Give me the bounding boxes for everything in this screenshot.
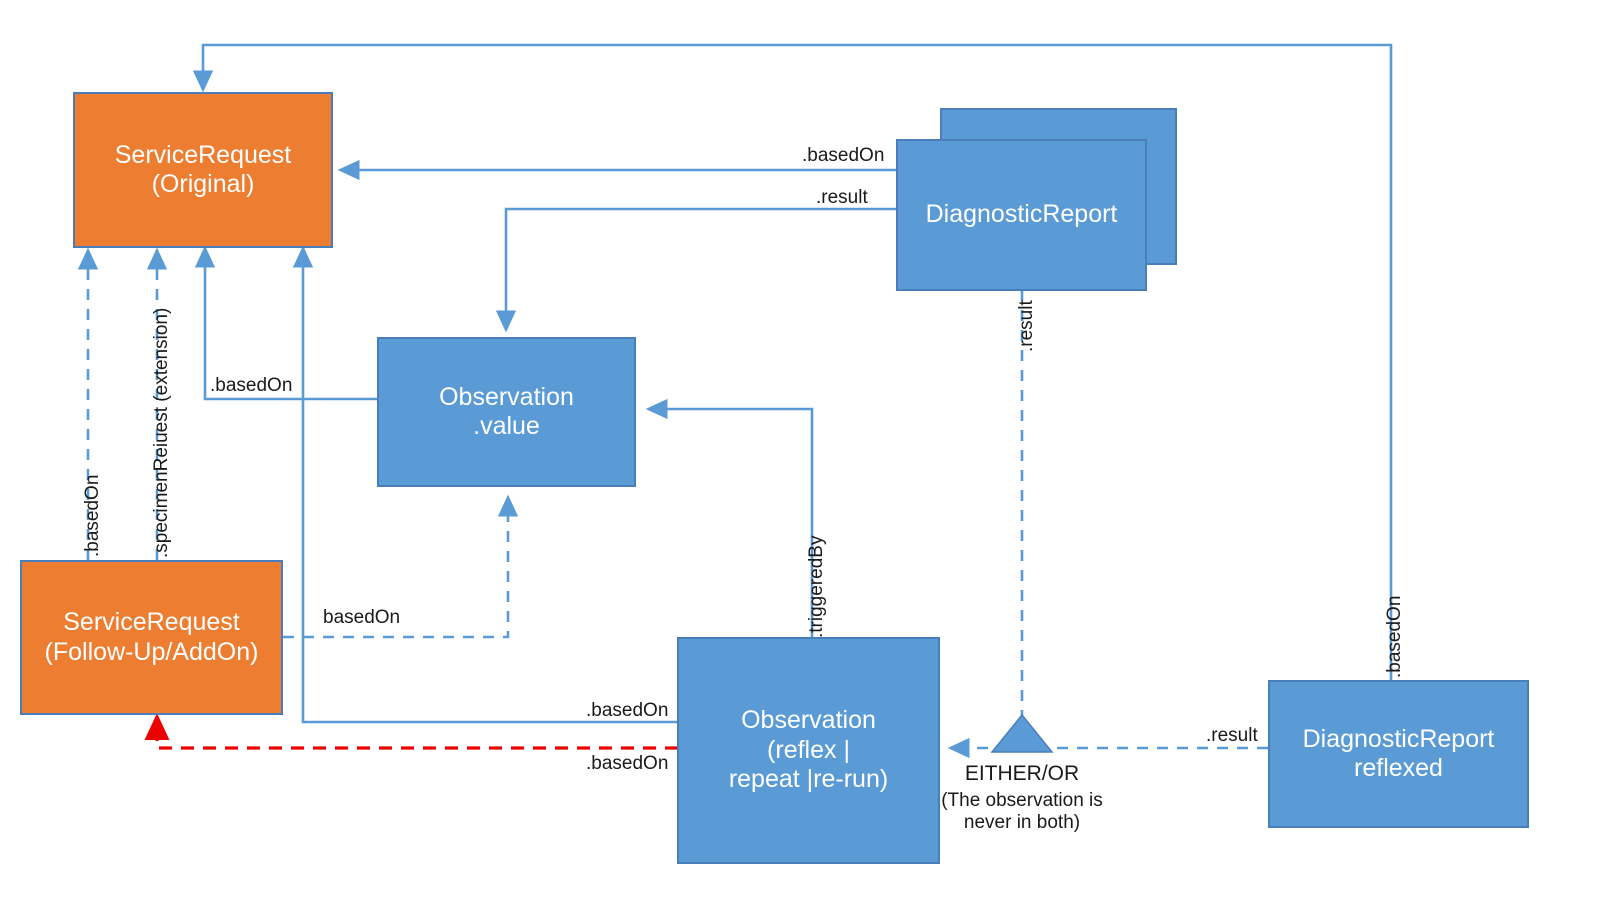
edge-label-obs-reflex-basedon-red: .basedOn xyxy=(586,753,669,774)
node-diagnostic-report[interactable]: DiagnosticReport xyxy=(896,139,1147,291)
edge-obs-reflex-triggeredby xyxy=(645,398,814,637)
edge-label-sr-specimenrequest: .specimenReiuest (extension) xyxy=(151,307,172,558)
edge-label-sr-followup-basedon: basedOn xyxy=(323,607,401,628)
either-or-note-body: (The observation is never in both) xyxy=(941,790,1103,833)
either-or-note-title: EITHER/OR xyxy=(964,762,1080,785)
either-or-triangle xyxy=(990,713,1054,753)
edge-label-dr-reflexed-result: .result xyxy=(1206,725,1258,746)
edge-label-obs-reflex-triggeredby: .triggeredBy xyxy=(806,535,827,638)
node-observation-value[interactable]: Observation .value xyxy=(377,337,636,487)
edge-label-dr-reflexed-basedon: .basedOn xyxy=(1384,595,1405,678)
edge-label-obs-value-basedon: .basedOn xyxy=(210,375,293,396)
node-observation-reflex[interactable]: Observation (reflex | repeat |re-run) xyxy=(677,637,940,864)
edge-label-dr-basedon: .basedOn xyxy=(802,145,885,166)
node-service-request-original[interactable]: ServiceRequest (Original) xyxy=(73,92,333,248)
edge-dr-result xyxy=(495,207,900,333)
node-diagnostic-report-reflexed[interactable]: DiagnosticReport reflexed xyxy=(1268,680,1529,828)
edge-label-sr-original-basedon: .basedOn xyxy=(82,474,103,557)
edge-label-obs-reflex-basedon: .basedOn xyxy=(586,700,669,721)
node-service-request-followup[interactable]: ServiceRequest (Follow-Up/AddOn) xyxy=(20,560,283,715)
edge-label-dr-result-down: .result xyxy=(1016,300,1037,352)
edge-label-dr-result: .result xyxy=(816,187,868,208)
